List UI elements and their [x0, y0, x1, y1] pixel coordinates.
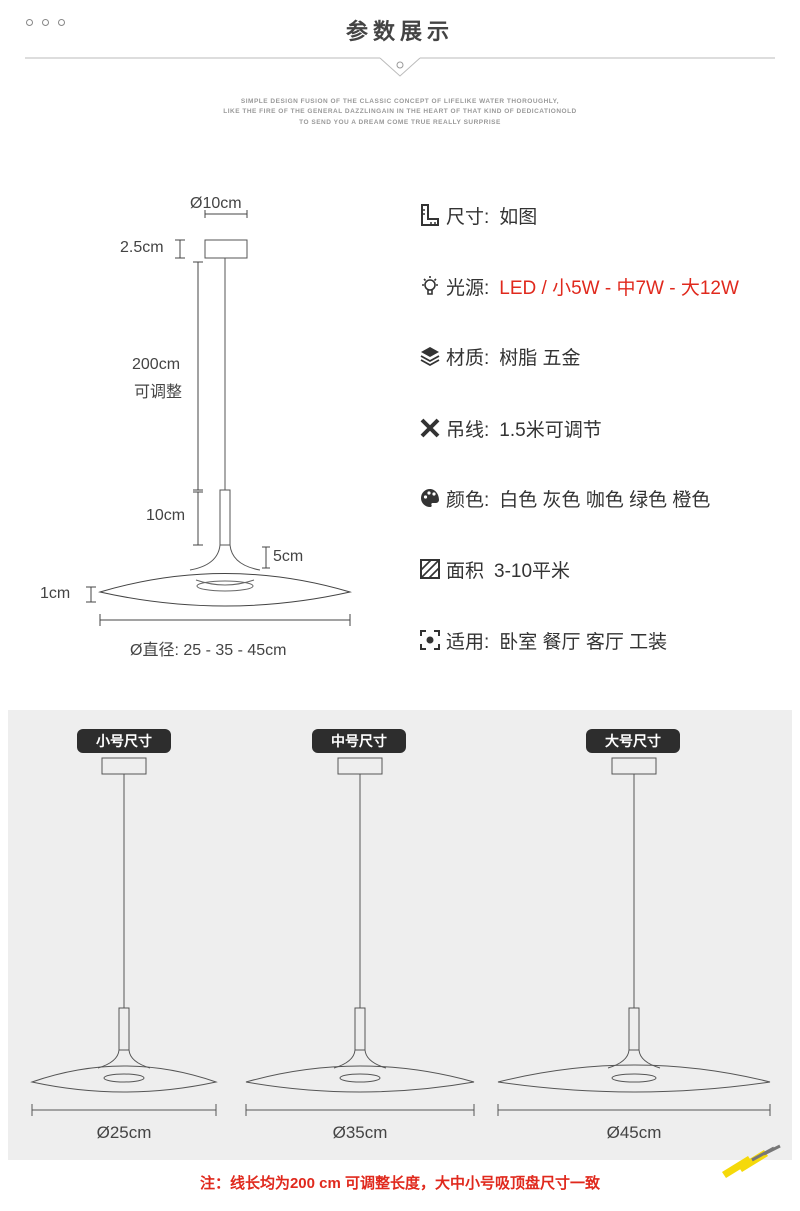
stem-length-label: 10cm — [146, 507, 186, 524]
dot-icon — [26, 19, 33, 26]
spec-row-usage: 适用: 卧室 餐厅 客厅 工装 — [418, 626, 667, 654]
size-lamps-drawing — [30, 757, 771, 1116]
spec-row-light: 光源: LED / 小5W - 中7W - 大12W — [418, 272, 739, 300]
shade-diameter-label: Ø直径: 25 - 35 - 45cm — [130, 642, 287, 659]
sizes-panel — [8, 710, 792, 1160]
ruler-icon — [421, 204, 439, 226]
size-badge-medium: 中号尺寸 — [312, 729, 406, 753]
spec-value: 如图 — [499, 206, 538, 228]
lamp-dimension-diagram — [86, 210, 352, 626]
spec-row-size: 尺寸: 如图 — [418, 201, 537, 229]
dot-icon — [58, 19, 65, 26]
spec-label: 光源: — [446, 277, 490, 299]
size-badge-large: 大号尺寸 — [586, 729, 680, 753]
spec-label: 适用: — [446, 631, 490, 653]
tools-icon — [420, 418, 440, 438]
cable-length-label: 200cm — [132, 356, 181, 373]
spec-value: LED / 小5W - 中7W - 大12W — [499, 277, 739, 299]
spec-label: 吊线: — [446, 419, 490, 441]
size-diameter-small: Ø25cm — [96, 1123, 152, 1142]
top-diameter-label: Ø10cm — [190, 195, 242, 212]
cable-note-label: 可调整 — [134, 384, 183, 401]
spec-value: 卧室 餐厅 客厅 工装 — [499, 631, 668, 653]
slogan-line-2: LIKE THE FIRE OF THE GENERAL DAZZLINGAIN… — [223, 108, 577, 115]
window-dots — [26, 19, 65, 26]
slogan-line-3: TO SEND YOU A DREAM COME TRUE REALLY SUR… — [299, 119, 501, 126]
shade-thickness-label: 1cm — [40, 585, 71, 602]
layers-icon — [420, 347, 440, 367]
spec-value: 3-10平米 — [494, 560, 571, 582]
size-diameter-medium: Ø35cm — [332, 1123, 388, 1142]
apply-icon — [420, 630, 440, 650]
spec-value: 树脂 五金 — [499, 347, 581, 369]
palette-icon — [420, 489, 439, 507]
spec-row-color: 颜色: 白色 灰色 咖色 绿色 橙色 — [418, 484, 710, 512]
screws-icon — [722, 1144, 781, 1178]
spec-row-material: 材质: 树脂 五金 — [418, 342, 581, 370]
area-icon — [420, 559, 440, 579]
header-divider — [25, 57, 775, 77]
page-title: 参数展示 — [345, 19, 454, 44]
spec-row-cable: 吊线: 1.5米可调节 — [418, 414, 602, 442]
canopy-height-label: 2.5cm — [120, 239, 164, 256]
slogan-line-1: SIMPLE DESIGN FUSION OF THE CLASSIC CONC… — [240, 98, 560, 105]
spec-row-area: 面积 3-10平米 — [418, 555, 570, 583]
neck-height-label: 5cm — [273, 548, 304, 565]
bulb-icon — [422, 276, 438, 295]
spec-label: 尺寸: — [446, 206, 490, 228]
spec-label: 颜色: — [446, 489, 490, 511]
size-diameter-large: Ø45cm — [606, 1123, 662, 1142]
footnote: 注：线长均为200 cm 可调整长度，大中小号吸顶盘尺寸一致 — [199, 1175, 601, 1192]
size-badge-small: 小号尺寸 — [77, 729, 171, 753]
spec-value: 白色 灰色 咖色 绿色 橙色 — [499, 489, 711, 511]
spec-label: 面积 — [446, 560, 485, 582]
spec-value: 1.5米可调节 — [499, 419, 602, 441]
spec-label: 材质: — [446, 347, 490, 369]
dot-icon — [42, 19, 49, 26]
